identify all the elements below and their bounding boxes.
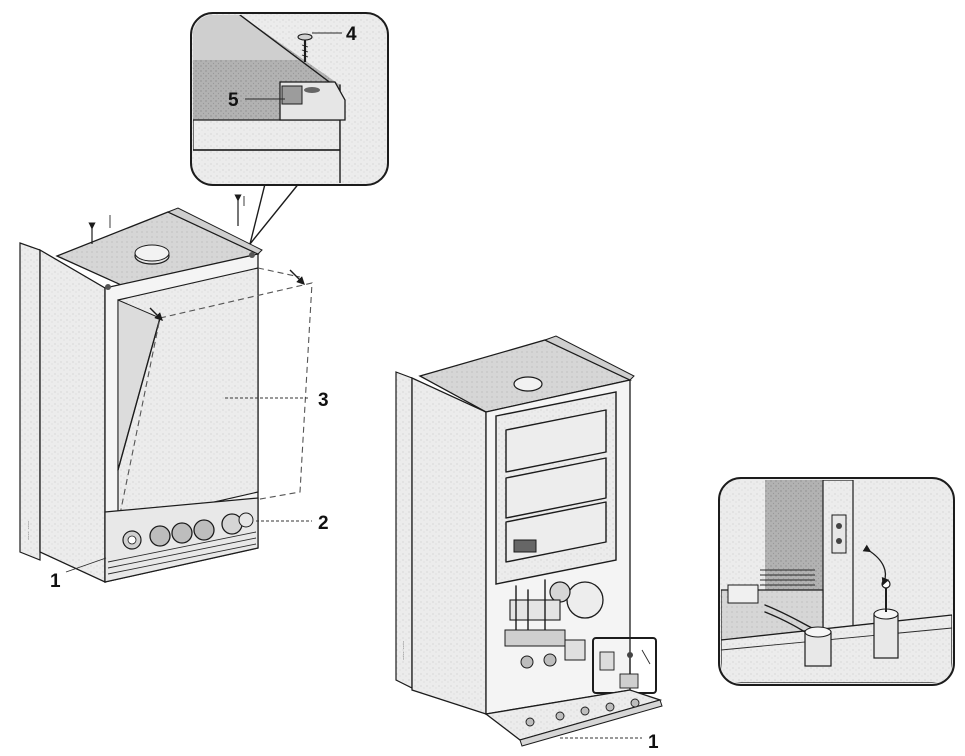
label-3: 3 — [318, 390, 329, 411]
left-wall-plate — [19, 242, 41, 561]
right-wall-plate — [395, 371, 413, 689]
svg-text:---- ----: ---- ---- — [400, 641, 407, 660]
label-2: 2 — [318, 513, 329, 534]
label-4: 4 — [346, 24, 357, 45]
detail-box-contents — [599, 649, 651, 689]
sensor-cap-left — [804, 626, 832, 667]
left-callouts: 3 2 1 — [50, 390, 329, 592]
right-boiler-figure: ---- ---- — [395, 335, 663, 747]
label-1-left: 1 — [50, 571, 61, 592]
svg-text:---- ----: ---- ---- — [25, 521, 32, 540]
label-5: 5 — [228, 90, 239, 111]
right-inspection-window — [513, 539, 537, 553]
right-flue-outlet — [513, 376, 543, 392]
left-removed-cover-outline — [117, 282, 313, 525]
sensor-cap-right — [873, 579, 899, 659]
label-1-right: 1 — [648, 732, 659, 753]
left-side-panel — [39, 248, 106, 584]
right-callouts: 1 — [560, 732, 659, 753]
screw-icon — [297, 33, 313, 62]
connector-detail-inset — [718, 477, 955, 686]
right-side-panel — [411, 376, 487, 715]
gas-valve-assembly — [504, 579, 604, 669]
top-detail-inset: 4 5 — [190, 12, 389, 245]
left-top-screw-left — [105, 284, 111, 290]
left-boiler-figure: ---- ---- — [19, 194, 313, 584]
left-top-screw-right — [249, 252, 255, 258]
left-control-knobs — [122, 512, 254, 550]
connector-move-arrow — [862, 544, 890, 586]
